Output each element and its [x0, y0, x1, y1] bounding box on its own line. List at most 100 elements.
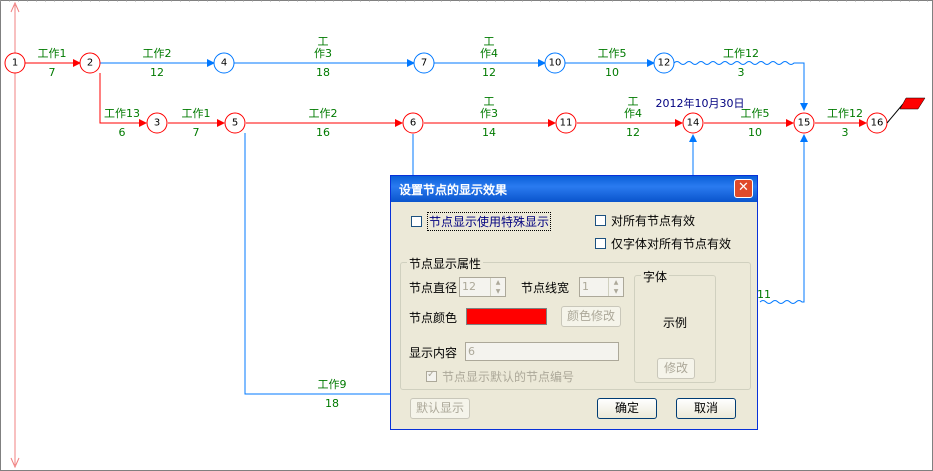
all-nodes-checkbox[interactable]: 对所有节点有效: [595, 212, 695, 229]
node-7[interactable]: [413, 52, 435, 74]
linewidth-value: 1: [582, 280, 589, 293]
work-name-4: 工作5: [598, 47, 627, 60]
node-label-6: 6: [410, 118, 416, 129]
diameter-label: 节点直径: [409, 281, 458, 295]
node-properties-group: [400, 262, 751, 390]
work-duration-10: 12: [626, 126, 640, 139]
node-15[interactable]: [793, 112, 815, 134]
dialog-title: 设置节点的显示效果: [399, 183, 508, 197]
linewidth-spinner[interactable]: 1 ▲▼: [579, 277, 624, 297]
edge-up-15[interactable]: [759, 134, 808, 304]
content-value: 6: [468, 345, 475, 358]
edge-5-bottom[interactable]: [244, 133, 392, 395]
color-label: 节点颜色: [409, 311, 458, 325]
default-number-checkbox[interactable]: 节点显示默认的节点编号: [426, 368, 574, 385]
work-duration-5: 3: [738, 66, 745, 79]
work-name-13: 工作9: [318, 378, 347, 391]
work-duration-1: 12: [150, 66, 164, 79]
font-only-checkbox[interactable]: 仅字体对所有节点有效: [595, 235, 731, 252]
work-name-9: 工作3: [480, 95, 498, 120]
node-color-swatch: [466, 308, 547, 325]
work-duration-3: 12: [482, 66, 496, 79]
node-label-12: 12: [658, 58, 671, 69]
edge-12-15[interactable]: [673, 61, 808, 111]
node-5[interactable]: [224, 112, 246, 134]
font-group-title: 字体: [641, 268, 670, 285]
node-label-15: 15: [798, 118, 811, 129]
edges: [25, 59, 867, 395]
node-label-3: 3: [154, 118, 160, 129]
work-name-3: 工作4: [480, 35, 498, 60]
node-14[interactable]: [682, 112, 704, 134]
node-1[interactable]: [4, 52, 26, 74]
work-duration-2: 18: [316, 66, 330, 79]
node-label-1: 1: [12, 58, 18, 69]
default-display-button[interactable]: 默认显示: [410, 398, 470, 419]
font-group: [634, 275, 716, 383]
end-flag-icon: [899, 97, 926, 110]
cancel-button[interactable]: 取消: [676, 398, 736, 419]
diameter-spinner[interactable]: 12 ▲▼: [459, 277, 506, 297]
all-nodes-box[interactable]: [595, 215, 606, 226]
work-duration-8: 16: [316, 126, 330, 139]
special-display-label: 节点显示使用特殊显示: [427, 212, 552, 231]
work-duration-11: 10: [748, 126, 762, 139]
work-name-0: 工作1: [38, 47, 67, 60]
diameter-spin-arrows-icon[interactable]: ▲▼: [490, 278, 505, 296]
content-label: 显示内容: [409, 346, 458, 360]
node-6[interactable]: [402, 112, 424, 134]
default-number-box[interactable]: [426, 369, 437, 382]
work-labels: 工作17工作212工作318工作412工作510工作123工作136工作17工作…: [38, 35, 864, 410]
node-properties-group-title: 节点显示属性: [407, 255, 484, 272]
node-2[interactable]: [79, 52, 101, 74]
date-label: 2012年10月30日: [656, 96, 745, 110]
font-only-label: 仅字体对所有节点有效: [611, 237, 732, 251]
node-label-10: 10: [549, 58, 562, 69]
work-duration-9: 14: [482, 126, 496, 139]
work-name-5: 工作12: [723, 47, 759, 60]
font-sample-label: 示例: [663, 316, 688, 330]
node-label-4: 4: [221, 58, 227, 69]
default-number-label: 节点显示默认的节点编号: [442, 370, 575, 384]
close-button[interactable]: ✕: [734, 179, 753, 198]
end-flag-pole: [886, 103, 904, 124]
node-display-dialog: 设置节点的显示效果 ✕ 节点显示使用特殊显示 对所有节点有效 仅字体对所有节点有…: [390, 175, 758, 430]
node-label-11: 11: [560, 118, 573, 129]
special-display-checkbox[interactable]: 节点显示使用特殊显示: [411, 212, 552, 231]
work-name-6: 工作13: [104, 107, 140, 120]
node-4[interactable]: [213, 52, 235, 74]
font-modify-button[interactable]: 修改: [657, 358, 695, 379]
node-3[interactable]: [146, 112, 168, 134]
work-name-7: 工作1: [182, 107, 211, 120]
work-duration-6: 6: [119, 126, 126, 139]
node-11[interactable]: [555, 112, 577, 134]
work-duration-7: 7: [193, 126, 200, 139]
work-duration-14: 11: [757, 288, 771, 301]
work-name-12: 工作12: [827, 107, 863, 120]
linewidth-label: 节点线宽: [521, 281, 570, 295]
diameter-value: 12: [462, 280, 476, 293]
work-name-2: 工作3: [314, 35, 332, 60]
work-duration-12: 3: [842, 126, 849, 139]
node-label-7: 7: [421, 58, 427, 69]
content-input[interactable]: 6: [465, 342, 619, 361]
node-label-5: 5: [232, 118, 238, 129]
node-label-14: 14: [687, 118, 700, 129]
ok-button[interactable]: 确定: [597, 398, 657, 419]
special-display-box[interactable]: [411, 216, 422, 227]
work-duration-13: 18: [325, 397, 339, 410]
dialog-titlebar[interactable]: 设置节点的显示效果 ✕: [391, 176, 757, 202]
work-name-1: 工作2: [143, 47, 172, 60]
color-modify-button[interactable]: 颜色修改: [561, 306, 621, 327]
node-label-2: 2: [87, 58, 93, 69]
work-duration-0: 7: [49, 66, 56, 79]
node-10[interactable]: [544, 52, 566, 74]
linewidth-spin-arrows-icon[interactable]: ▲▼: [608, 278, 623, 296]
node-12[interactable]: [653, 52, 675, 74]
work-name-11: 工作5: [741, 107, 770, 120]
timeline-arrow-bottom: [10, 457, 20, 469]
edge-2-3[interactable]: [99, 73, 147, 127]
font-only-box[interactable]: [595, 238, 606, 249]
